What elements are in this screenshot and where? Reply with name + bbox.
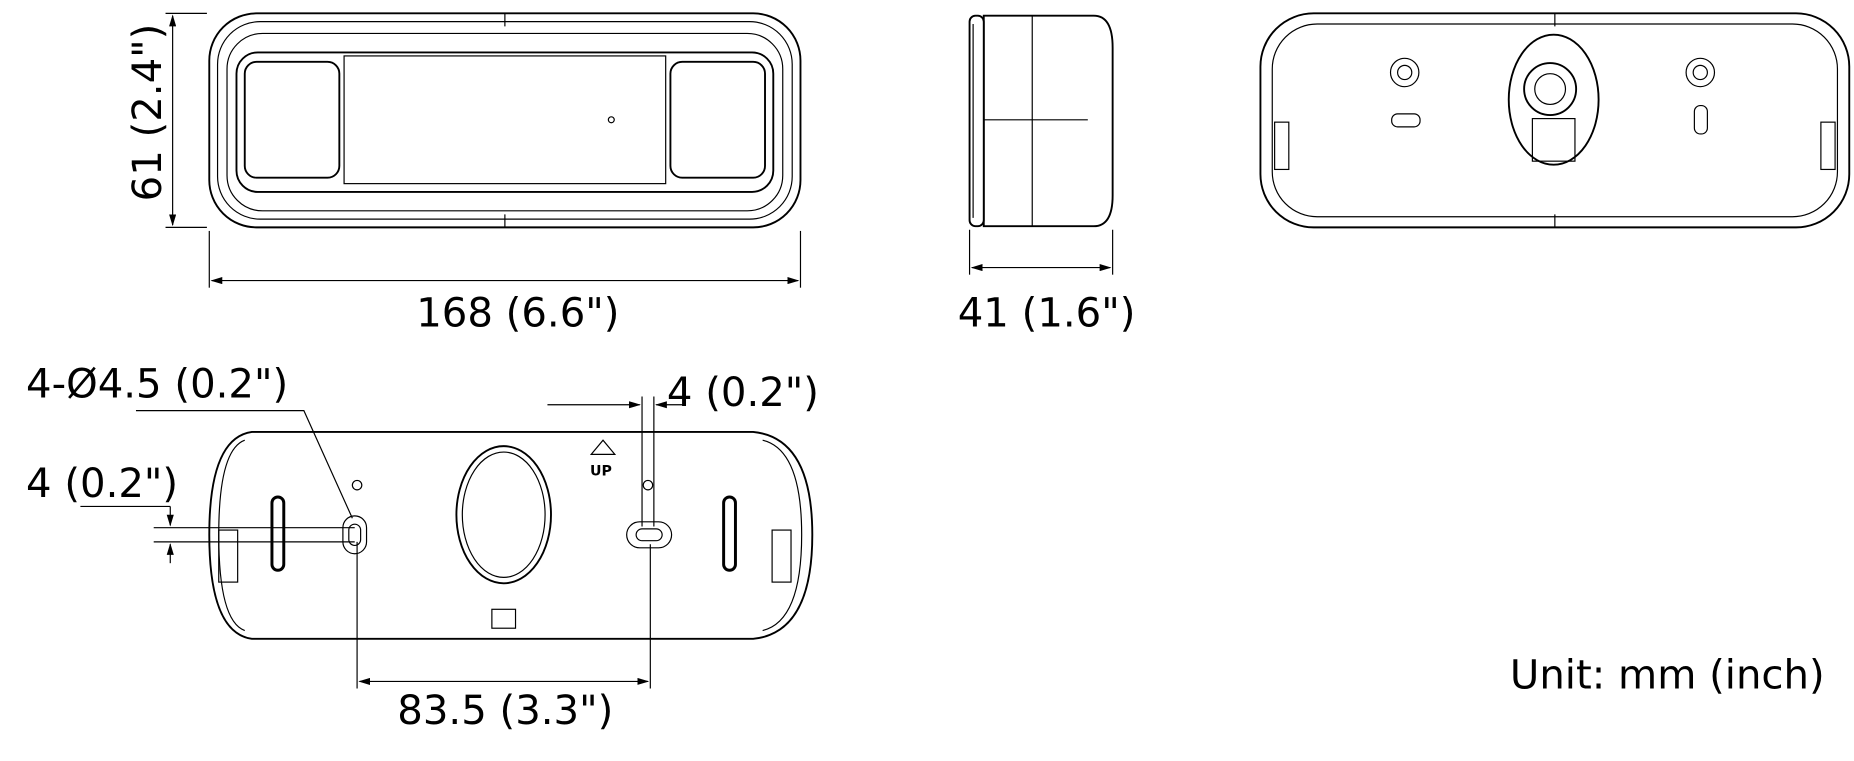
side-view: 41 (1.6") [958, 14, 1136, 337]
front-width-label: 168 (6.6") [416, 291, 619, 337]
front-height-label: 61 (2.4") [125, 24, 171, 202]
hole-spacing-label: 83.5 (3.3") [397, 688, 613, 734]
front-view: 61 (2.4") 168 (6.6") [125, 12, 802, 337]
slot-height-label: 4 (0.2") [26, 461, 178, 507]
slot-width-label: 4 (0.2") [667, 370, 819, 416]
up-mark: UP [590, 464, 612, 480]
hole-diameter-label: 4-Ø4.5 (0.2") [26, 362, 288, 408]
side-depth-label: 41 (1.6") [958, 291, 1136, 337]
unit-label: Unit: mm (inch) [1510, 653, 1825, 699]
rear-view [1259, 12, 1851, 229]
bottom-view: UP 4-Ø4.5 (0.2") 4 (0.2") 4 (0.2") 83.5 … [26, 362, 819, 734]
